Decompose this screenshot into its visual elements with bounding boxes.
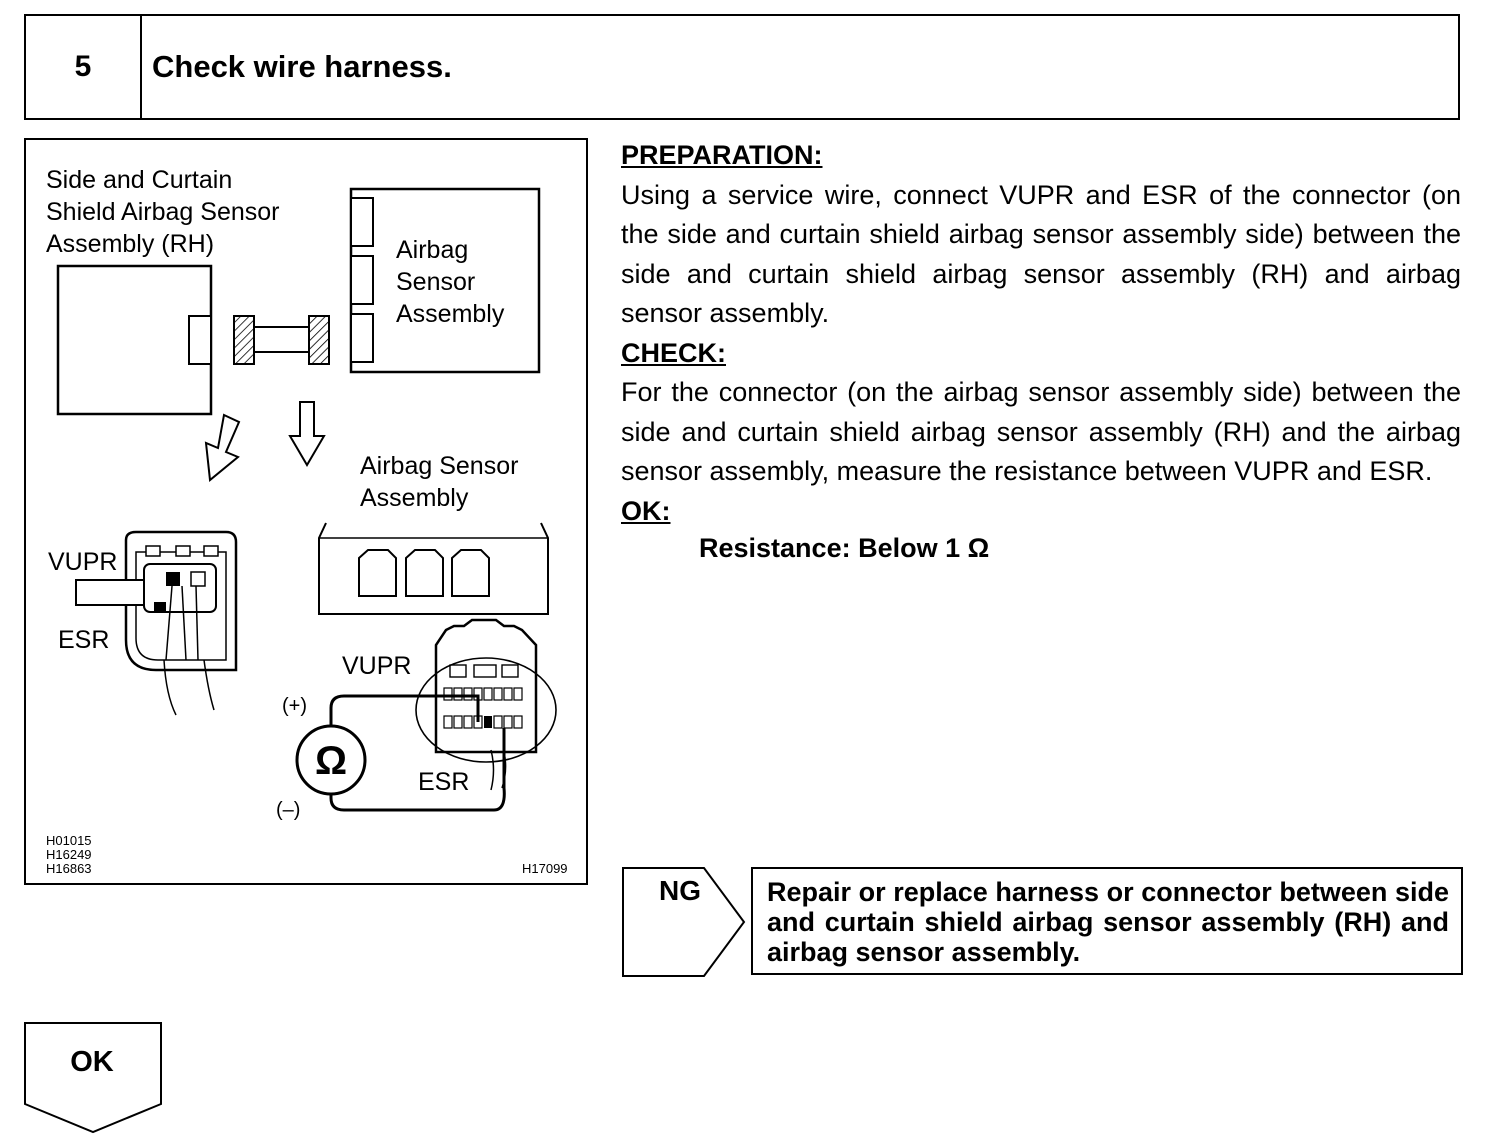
ng-arrow-icon: [622, 867, 746, 977]
figure-code-right: H17099: [522, 861, 568, 876]
vupr-label-left: VUPR: [48, 548, 117, 576]
airbag-sensor-label-2-line-2: Assembly: [360, 484, 469, 512]
check-heading: CHECK:: [621, 337, 726, 368]
probe-minus-label: (–): [276, 799, 300, 821]
arrow-down-left-icon: [204, 413, 241, 482]
ng-label: NG: [659, 875, 701, 906]
airbag-sensor-connector-1: [350, 197, 374, 247]
preparation-heading: PREPARATION:: [621, 140, 823, 170]
airbag-sensor-label-line-3: Assembly: [396, 300, 505, 328]
airbag-sensor-connector-3: [350, 313, 374, 363]
step-title: Check wire harness.: [152, 49, 452, 84]
ok-heading: OK:: [621, 495, 671, 526]
side-sensor-label-line-3: Assembly (RH): [46, 230, 214, 258]
ohm-symbol: Ω: [315, 739, 347, 783]
ng-action-text: Repair or replace harness or connector b…: [767, 877, 1449, 967]
airbag-sensor-unit: [318, 522, 549, 615]
preparation-text: Using a service wire, connect VUPR and E…: [621, 179, 1461, 329]
ok-spec: Resistance: Below 1 Ω: [699, 533, 990, 563]
side-sensor-side-connector: [75, 530, 238, 716]
figure-code-2: H16249: [46, 847, 92, 862]
airbag-sensor-side-connector: [415, 618, 557, 791]
figure-code-3: H16863: [46, 861, 92, 876]
service-wire-connector-right: [308, 315, 330, 365]
vupr-label-right: VUPR: [342, 652, 411, 680]
side-sensor-label-line-1: Side and Curtain: [46, 166, 232, 194]
airbag-sensor-label-line-2: Sensor: [396, 268, 475, 296]
esr-label-right: ESR: [418, 768, 469, 796]
service-wire-connector-left: [233, 315, 255, 365]
figure-code-1: H01015: [46, 833, 92, 848]
wiring-figure: Side and Curtain Shield Airbag Sensor As…: [24, 138, 588, 885]
arrow-down-right-icon: [288, 401, 326, 467]
side-sensor-connector: [188, 315, 212, 365]
check-text: For the connector (on the airbag sensor …: [621, 377, 1461, 486]
airbag-sensor-label-2-line-1: Airbag Sensor: [360, 452, 518, 480]
ok-label: OK: [70, 1046, 114, 1078]
side-sensor-label-line-2: Shield Airbag Sensor: [46, 198, 279, 226]
ok-arrow-icon: [24, 1022, 162, 1134]
ng-action-box: Repair or replace harness or connector b…: [751, 867, 1463, 975]
airbag-sensor-label-line-1: Airbag: [396, 236, 468, 264]
wiring-diagram: Side and Curtain Shield Airbag Sensor As…: [46, 166, 568, 876]
airbag-sensor-connector-2: [350, 255, 374, 305]
step-header: 5 Check wire harness.: [24, 14, 1460, 120]
ohmmeter: Ω: [295, 694, 506, 812]
probe-plus-label: (+): [282, 695, 307, 717]
step-number: 5: [26, 16, 142, 118]
esr-label-left: ESR: [58, 626, 109, 654]
instructions: PREPARATION: Using a service wire, conne…: [621, 136, 1461, 569]
